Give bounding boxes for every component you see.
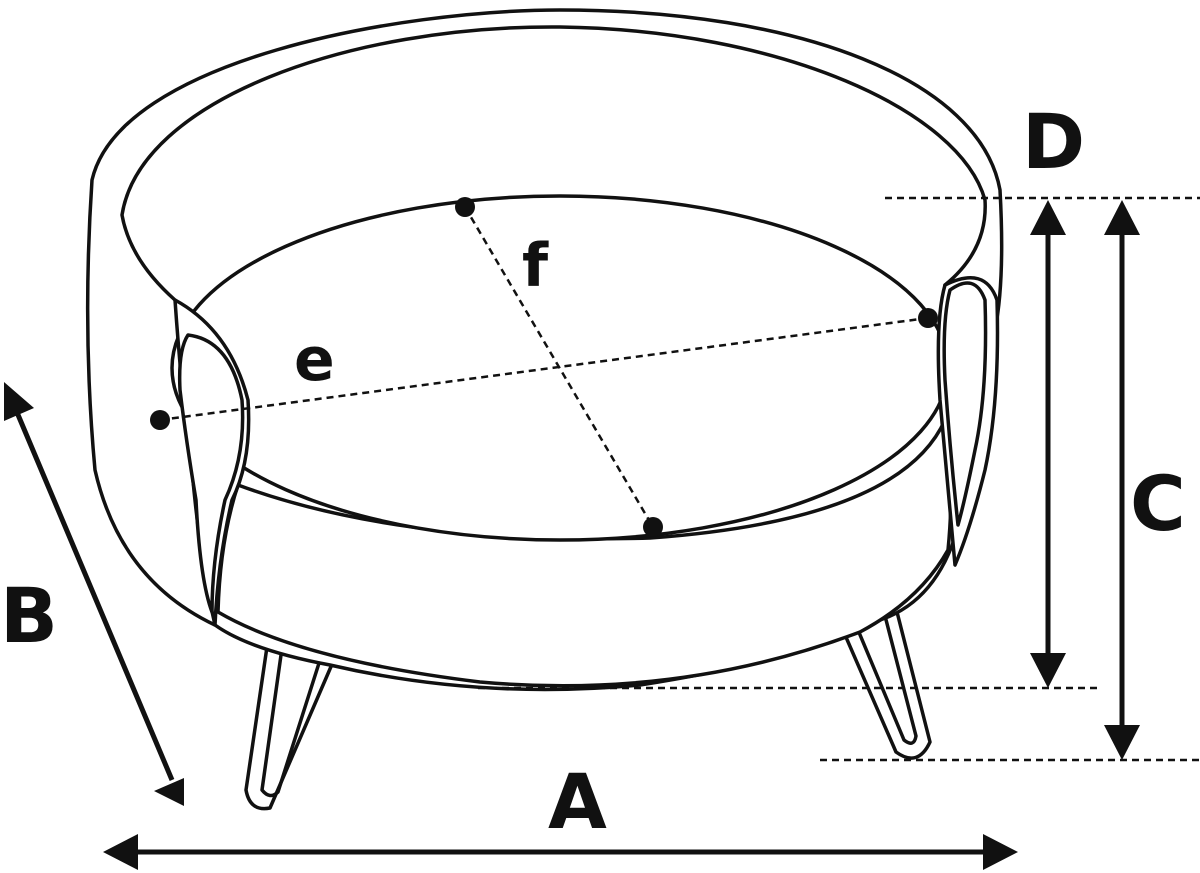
label-b: B bbox=[0, 571, 58, 660]
label-e: e bbox=[294, 325, 335, 395]
f-bottom-point bbox=[643, 517, 663, 537]
label-f: f bbox=[522, 231, 549, 301]
dimension-d-arrow bbox=[1030, 200, 1066, 688]
f-top-point bbox=[455, 197, 475, 217]
label-a: A bbox=[548, 757, 607, 846]
right-armrest bbox=[936, 276, 1000, 567]
label-d: D bbox=[1022, 97, 1085, 186]
right-leg bbox=[840, 606, 932, 760]
dimension-b-arrow bbox=[4, 382, 184, 806]
dimension-c-arrow bbox=[1104, 200, 1140, 760]
measurement-e-line bbox=[159, 316, 929, 422]
measurement-f-line bbox=[463, 206, 655, 528]
dimension-a-arrow bbox=[103, 834, 1018, 870]
backrest-inner-rim bbox=[120, 25, 987, 302]
label-c: C bbox=[1130, 459, 1186, 548]
left-leg bbox=[244, 638, 338, 811]
left-armrest bbox=[173, 298, 251, 627]
e-left-point bbox=[150, 410, 170, 430]
e-right-point bbox=[918, 308, 938, 328]
